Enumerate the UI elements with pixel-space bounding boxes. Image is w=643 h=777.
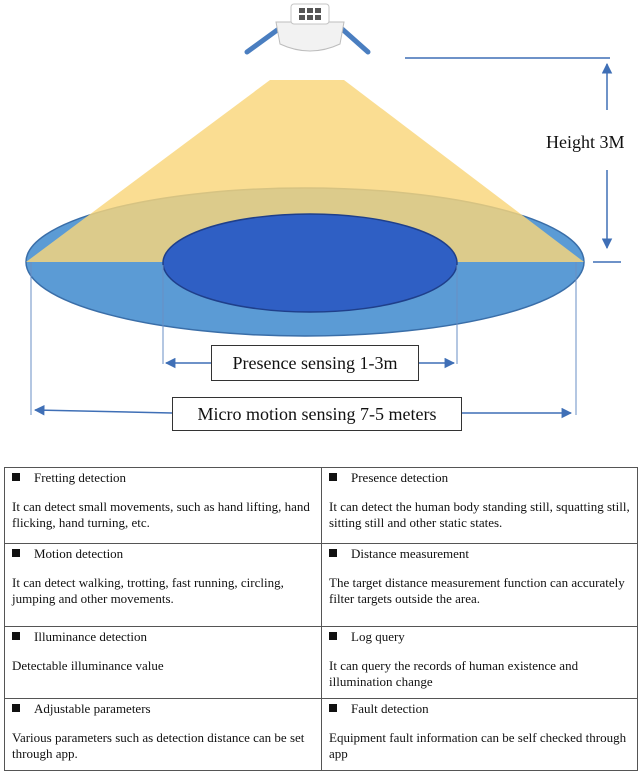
feature-description: Detectable illuminance value	[12, 658, 164, 673]
feature-row: Fretting detection It can detect small m…	[4, 467, 638, 544]
feature-description: Equipment fault information can be self …	[329, 730, 627, 761]
feature-cell-parameters: Adjustable parameters Various parameters…	[4, 698, 322, 771]
bullet-icon	[329, 704, 337, 712]
feature-title: Illuminance detection	[34, 629, 147, 644]
feature-description: It can detect the human body standing st…	[329, 499, 630, 530]
feature-description: It can detect small movements, such as h…	[12, 499, 310, 530]
feature-cell-distance: Distance measurement The target distance…	[321, 543, 638, 627]
feature-cell-fault: Fault detection Equipment fault informat…	[321, 698, 638, 771]
feature-row: Illuminance detection Detectable illumin…	[4, 626, 638, 699]
feature-title: Presence detection	[351, 470, 449, 485]
ceiling-sensor-icon	[244, 3, 371, 55]
feature-cell-presence: Presence detection It can detect the hum…	[321, 467, 638, 544]
micro-motion-range-label: Micro motion sensing 7-5 meters	[172, 397, 462, 431]
feature-title: Motion detection	[34, 546, 124, 561]
presence-range-label: Presence sensing 1-3m	[211, 345, 419, 381]
bullet-icon	[12, 704, 20, 712]
coverage-diagram: Height 3M Presence sensing 1-3m Micro mo…	[25, 3, 625, 431]
feature-cell-fretting: Fretting detection It can detect small m…	[4, 467, 322, 544]
feature-row: Motion detection It can detect walking, …	[4, 543, 638, 627]
bullet-icon	[12, 549, 20, 557]
detection-cone	[26, 80, 584, 262]
feature-description: It can query the records of human existe…	[329, 658, 579, 689]
feature-description: It can detect walking, trotting, fast ru…	[12, 575, 284, 606]
feature-title: Adjustable parameters	[34, 701, 151, 716]
height-label: Height 3M	[546, 132, 625, 152]
feature-title: Fretting detection	[34, 470, 127, 485]
bullet-icon	[12, 632, 20, 640]
feature-description: Various parameters such as detection dis…	[12, 730, 305, 761]
feature-table: Fretting detection It can detect small m…	[4, 467, 638, 771]
bullet-icon	[329, 473, 337, 481]
presence-zone	[162, 213, 458, 313]
feature-title: Distance measurement	[351, 546, 470, 561]
feature-row: Adjustable parameters Various parameters…	[4, 698, 638, 771]
feature-cell-log: Log query It can query the records of hu…	[321, 626, 638, 699]
bullet-icon	[329, 549, 337, 557]
bullet-icon	[329, 632, 337, 640]
micro-arrow-left	[33, 404, 173, 416]
feature-cell-illuminance: Illuminance detection Detectable illumin…	[4, 626, 322, 699]
feature-description: The target distance measurement function…	[329, 575, 625, 606]
coverage-svg	[25, 3, 621, 419]
feature-title: Log query	[351, 629, 405, 644]
feature-title: Fault detection	[351, 701, 429, 716]
feature-cell-motion: Motion detection It can detect walking, …	[4, 543, 322, 627]
bullet-icon	[12, 473, 20, 481]
